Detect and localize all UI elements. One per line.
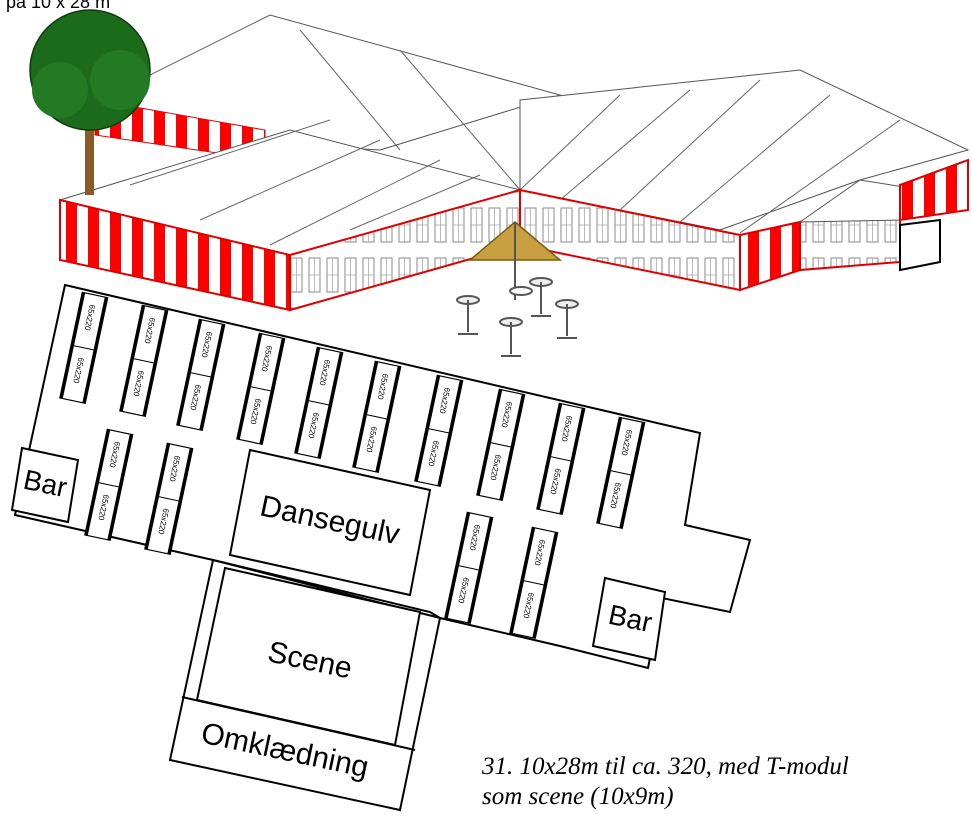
bar-tables-icon: [456, 277, 579, 357]
bar-right: Bar: [591, 576, 667, 662]
stage-area: Scene: [195, 566, 422, 747]
tent-3d: [58, 14, 970, 312]
entrance: [899, 218, 941, 272]
table-rows: 65x22065x22065x22065x22065x22065x22065x2…: [59, 291, 646, 640]
tree-icon: [29, 9, 151, 195]
caption: 31. 10x28m til ca. 320, med T-modul som …: [482, 752, 962, 812]
dance-floor: Dansegulv: [228, 448, 432, 597]
front-wall-right: [739, 220, 801, 292]
caption-line-2: som scene (10x9m): [482, 783, 674, 810]
top-fragment-text: på 10 x 28 m: [6, 0, 111, 12]
caption-line-1: 31. 10x28m til ca. 320, med T-modul: [482, 753, 849, 780]
far-right-wall: [899, 158, 969, 222]
bar-left: Bar: [10, 446, 80, 524]
